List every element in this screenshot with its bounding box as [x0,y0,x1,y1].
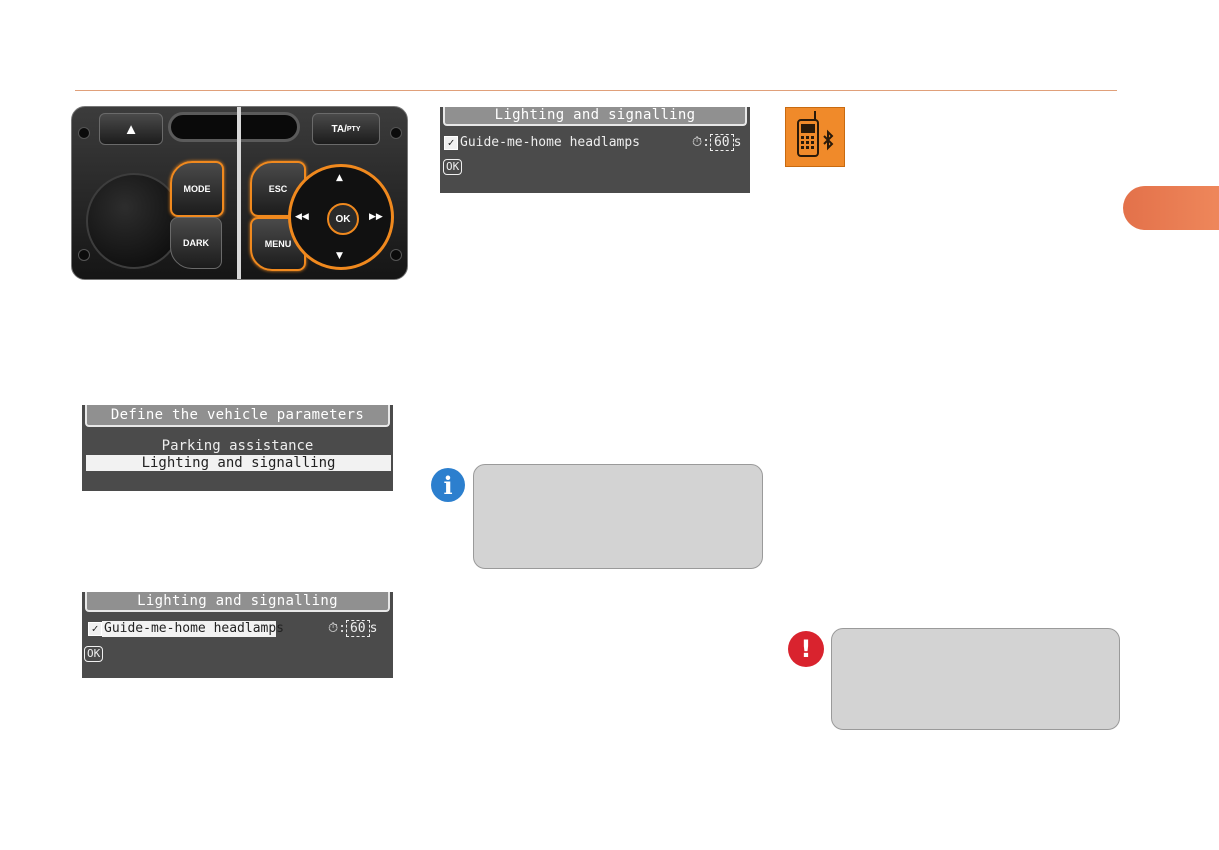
timer-value[interactable]: 60 [709,134,734,151]
pty-label: PTY [346,125,361,133]
lcd-vehicle-parameters: Define the vehicle parameters Parking as… [82,405,393,491]
ta-pty-button[interactable]: TA/ PTY [312,113,380,145]
lcd-title: Lighting and signalling [443,107,747,126]
screw-icon [78,249,90,261]
timer-icon: ⏱: [692,135,710,150]
option-row[interactable]: ✓Guide-me-home headlamps [444,135,642,151]
cd-slot [168,112,300,142]
ok-button[interactable]: OK [443,159,463,175]
screw-icon [390,127,402,139]
lcd-title: Define the vehicle parameters [85,405,390,427]
audio-control-panel: ▲ TA/ PTY MODE DARK ESC MENU ▲ ▼ ◀◀ ▶▶ O… [71,106,408,280]
esc-label: ESC [268,184,288,194]
screw-icon [390,249,402,261]
lcd-lighting-signalling: Lighting and signalling ✓Guide-me-home h… [82,592,393,678]
option-row[interactable]: ✓Guide-me-home headlamps [88,621,285,637]
timer-unit: s [369,621,378,636]
menu-item-lighting-signalling[interactable]: Lighting and signalling [86,455,391,471]
navigation-pad[interactable]: ▲ ▼ ◀◀ ▶▶ OK [288,164,394,270]
option-guide-me-home[interactable]: Guide-me-home headlamps [460,135,641,150]
section-tab[interactable] [1123,186,1219,230]
warning-icon: ! [788,631,824,667]
bluetooth-phone-icon [785,107,845,167]
ok-button[interactable]: OK [84,646,104,662]
timer-icon: ⏱: [328,621,346,636]
menu-label: MENU [264,239,292,249]
rewind-icon[interactable]: ◀◀ [295,212,309,222]
info-note-box [473,464,763,569]
volume-knob[interactable] [86,173,182,269]
warning-note-box [831,628,1120,730]
eject-icon: ▲ [123,120,139,138]
lcd-lighting-signalling-top: Lighting and signalling ✓Guide-me-home h… [440,107,750,193]
arrow-up-icon[interactable]: ▲ [336,173,343,183]
checkbox-icon[interactable]: ✓ [88,621,102,636]
ok-button[interactable]: OK [327,203,359,235]
header-rule [75,90,1117,91]
option-guide-me-home[interactable]: Guide-me-home headlamps [102,621,285,637]
dark-button[interactable]: DARK [170,217,222,269]
mode-label: MODE [183,184,211,194]
screw-icon [78,127,90,139]
ta-label: TA/ [331,123,347,135]
fast-forward-icon[interactable]: ▶▶ [369,212,383,222]
mode-button[interactable]: MODE [170,161,224,217]
menu-item-parking-assistance[interactable]: Parking assistance [161,438,314,454]
eject-button[interactable]: ▲ [99,113,163,145]
checkbox-icon[interactable]: ✓ [444,135,458,150]
arrow-down-icon[interactable]: ▼ [336,251,343,261]
lcd-title: Lighting and signalling [85,592,390,612]
info-icon: i [431,468,465,502]
timer-unit: s [733,135,742,150]
panel-divider [237,107,241,279]
dark-label: DARK [183,238,209,248]
ok-label: OK [335,213,351,225]
timer-value[interactable]: 60 [345,620,370,637]
